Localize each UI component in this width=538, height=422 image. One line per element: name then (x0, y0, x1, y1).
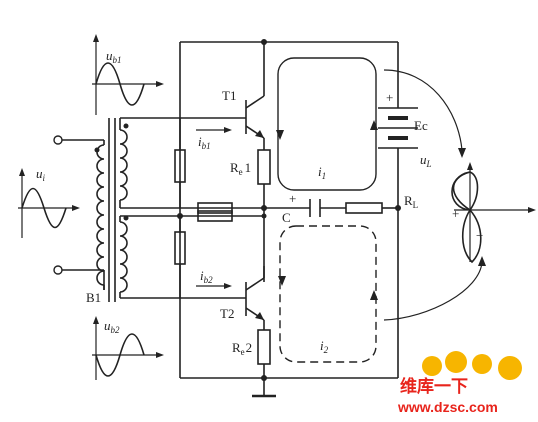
resistor-re1 (257, 149, 271, 185)
input-terminals (53, 135, 105, 290)
base-current-ib2-label: ib2 (200, 268, 213, 285)
waveform-ui-label: ui (36, 166, 46, 183)
watermark-logo (422, 351, 522, 380)
watermark-url: www.dzsc.com (397, 399, 498, 415)
transistor-t1-label: T1 (222, 88, 236, 103)
current-loop-i2-arrow (278, 276, 286, 286)
waveform-ul-minus: − (476, 228, 483, 243)
waveform-ul-plus: + (452, 206, 459, 221)
battery-ec (378, 107, 418, 149)
waveform-ub1-label: ub1 (106, 48, 122, 65)
waveform-ul (451, 162, 536, 264)
transistor-t2-label: T2 (220, 306, 234, 321)
resistor-rl (345, 202, 383, 214)
current-loop-i1 (277, 57, 377, 191)
base-current-ib1-label: ib1 (198, 134, 211, 151)
waveform-ub1 (92, 34, 164, 115)
current-loop-i2-label: i2 (320, 338, 329, 355)
resistor-rl-label: RL (404, 193, 418, 210)
transformer-b1-label: B1 (86, 290, 101, 305)
secondary-wiring (119, 117, 206, 299)
waveform-ub2 (92, 316, 164, 380)
battery-ec-label: Ec (414, 118, 428, 133)
current-loop-i2-arrow-2 (370, 290, 378, 300)
transformer-b1 (94, 118, 129, 302)
watermark-text: 维库一下 (400, 376, 468, 397)
resistor-re2 (257, 329, 271, 365)
waveform-ui (18, 168, 80, 238)
capacitor-c-label: C (282, 210, 291, 225)
waveform-ul-label: uL (420, 152, 432, 169)
resistor-re2-label: Re2 (232, 340, 252, 357)
capacitor-c (309, 199, 321, 217)
waveform-ub2-label: ub2 (104, 318, 120, 335)
capacitor-plus-sign: + (289, 191, 296, 206)
current-loop-i1-arrow (370, 120, 378, 130)
transistor-t2 (206, 266, 265, 330)
output-node-wiring (177, 205, 401, 282)
base-current-ib2-arrow (196, 283, 232, 289)
base-current-ib1-arrow (196, 127, 232, 133)
current-loop-i2 (279, 225, 377, 363)
current-loop-i1-label: i1 (318, 164, 326, 181)
current-loop-i1-arrow-2 (276, 130, 284, 140)
battery-plus-sign: + (386, 90, 393, 105)
resistor-bias-lower (197, 210, 233, 222)
resistor-bias-upper (197, 202, 233, 214)
ground-symbol (252, 378, 276, 398)
signal-flow-arrows (383, 69, 486, 321)
transistor-t1 (206, 42, 265, 150)
